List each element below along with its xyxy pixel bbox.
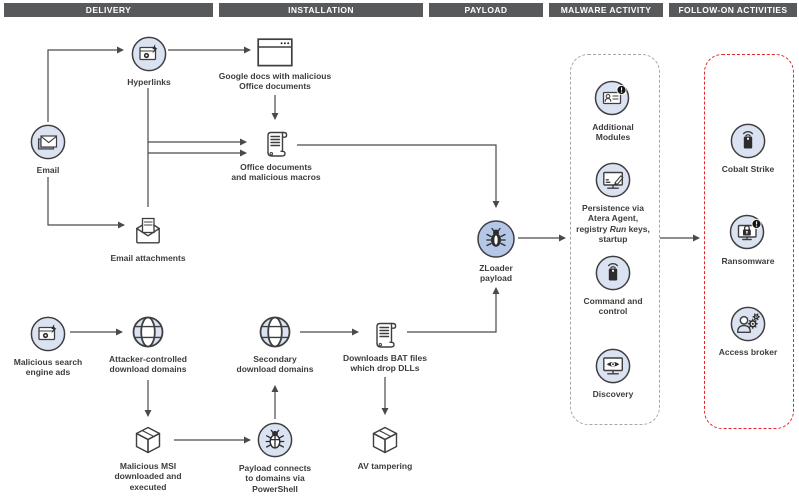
node-label: Downloads BAT files which drop DLLs	[343, 353, 427, 374]
node-malicious-search-ads: Malicious search engine ads	[0, 315, 108, 378]
node-label: Malicious MSI downloaded and executed	[114, 461, 182, 492]
node-label: Email	[36, 165, 60, 175]
column-header-delivery: DELIVERY	[4, 3, 213, 17]
node-access-broker: Access broker	[688, 305, 799, 357]
monitor-lock-alert-icon	[728, 212, 768, 252]
id-card-alert-icon	[593, 78, 633, 118]
node-label: Email attachments	[110, 253, 186, 263]
node-label: Ransomware	[721, 256, 775, 266]
node-label: Payload connects to domains via PowerShe…	[238, 463, 312, 494]
node-label: Discovery	[592, 389, 634, 399]
column-header-malware-activity: MALWARE ACTIVITY	[549, 3, 663, 17]
node-label: Secondary download domains	[236, 354, 314, 375]
column-header-payload: PAYLOAD	[429, 3, 543, 17]
beacon-wifi-icon	[729, 122, 767, 160]
node-label: Office documents and malicious macros	[231, 162, 321, 183]
node-malicious-msi: Malicious MSI downloaded and executed	[88, 423, 208, 492]
malware-activity-group-box	[570, 54, 660, 425]
globe-icon	[257, 314, 293, 350]
scroll-document-icon	[369, 317, 401, 349]
node-label: Command and control	[583, 296, 643, 317]
node-office-documents: Office documents and malicious macros	[216, 126, 336, 183]
node-additional-modules: Additional Modules	[553, 78, 673, 143]
node-payload-connects: Payload connects to domains via PowerShe…	[215, 421, 335, 494]
node-ransomware: Ransomware	[688, 212, 799, 266]
browser-window-icon	[257, 38, 293, 67]
package-box-icon	[368, 423, 402, 457]
node-label: Hyperlinks	[127, 77, 171, 87]
follow-on-activities-group-box	[704, 54, 794, 429]
monitor-eye-icon	[594, 347, 632, 385]
node-label: Malicious search engine ads	[13, 357, 83, 378]
bug-outline-icon	[256, 421, 294, 459]
node-discovery: Discovery	[553, 347, 673, 399]
node-av-tampering: AV tampering	[325, 423, 445, 471]
browser-link-icon	[29, 315, 67, 353]
node-persistence: Persistence via Atera Agent, registry Ru…	[551, 161, 675, 244]
column-header-installation: INSTALLATION	[219, 3, 423, 17]
node-command-and-control: Command and control	[553, 254, 673, 317]
node-label: AV tampering	[357, 461, 413, 471]
node-label: Google docs with malicious Office docume…	[218, 71, 332, 92]
node-zloader-payload: ZLoader payload	[436, 219, 556, 284]
node-label: Cobalt Strike	[721, 164, 775, 174]
package-box-icon	[131, 423, 165, 457]
node-label: Persistence via Atera Agent, registry Ru…	[576, 203, 650, 245]
open-envelope-document-icon	[130, 216, 166, 249]
node-secondary-domains: Secondary download domains	[215, 314, 335, 375]
node-label: Additional Modules	[592, 122, 634, 143]
globe-icon	[130, 314, 166, 350]
column-header-follow-on-activities: FOLLOW-ON ACTIVITIES	[669, 3, 797, 17]
bug-filled-icon	[476, 219, 516, 259]
node-bat-files: Downloads BAT files which drop DLLs	[325, 317, 445, 374]
email-icon	[29, 123, 67, 161]
node-label: Access broker	[718, 347, 778, 357]
node-hyperlinks: Hyperlinks	[89, 35, 209, 87]
node-google-docs: Google docs with malicious Office docume…	[205, 38, 345, 92]
beacon-wifi-icon	[594, 254, 632, 292]
monitor-edit-icon	[594, 161, 632, 199]
node-email-attachments: Email attachments	[88, 216, 208, 263]
scroll-document-icon	[260, 126, 292, 158]
person-gears-icon	[729, 305, 767, 343]
browser-link-icon	[130, 35, 168, 73]
node-cobalt-strike: Cobalt Strike	[688, 122, 799, 174]
node-email: Email	[0, 123, 108, 175]
node-label: Attacker-controlled download domains	[109, 354, 187, 375]
node-label: ZLoader payload	[479, 263, 513, 284]
node-attacker-domains: Attacker-controlled download domains	[88, 314, 208, 375]
